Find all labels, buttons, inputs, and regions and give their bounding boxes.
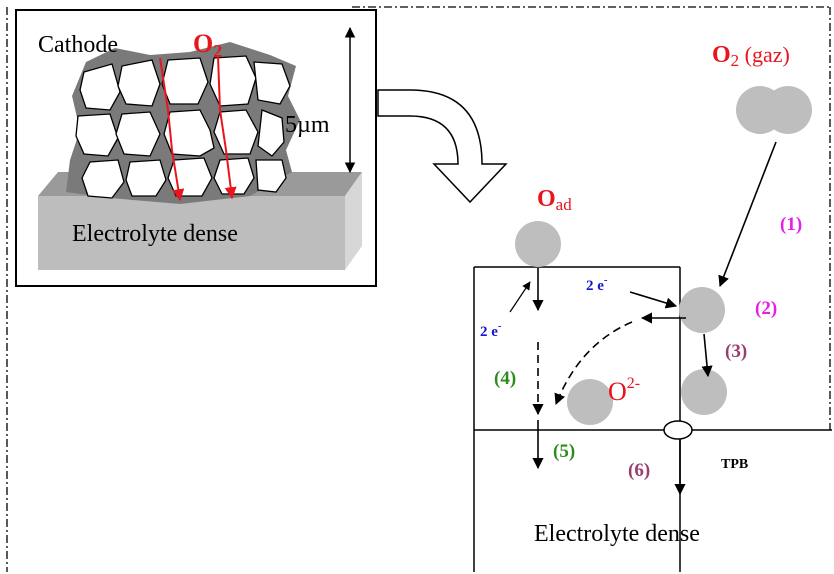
electron-lower-text: 2 e bbox=[480, 324, 498, 340]
o2-gas-subscript: 2 bbox=[731, 51, 740, 70]
inset-o2-subscript: 2 bbox=[213, 41, 222, 61]
step1-label: (1) bbox=[780, 214, 802, 235]
o2minus-label: O2- bbox=[608, 375, 640, 406]
inset-electrolyte-label: Electrolyte dense bbox=[72, 221, 238, 247]
cathode-label: Cathode bbox=[38, 32, 118, 58]
tpb-marker bbox=[663, 420, 693, 440]
cathode-inset: Electrolyte dense Cat bbox=[15, 9, 377, 287]
inset-o2-letter: O bbox=[193, 29, 213, 58]
o-adsorbed-subscript: ad bbox=[556, 195, 573, 214]
o-adsorbed-label: Oad bbox=[537, 186, 572, 214]
step6-label: (6) bbox=[628, 460, 650, 481]
o2minus-charge: 2- bbox=[627, 375, 640, 392]
o2-gas-letter: O bbox=[712, 42, 731, 68]
zoom-curved-arrow bbox=[377, 89, 508, 204]
step4-label: (4) bbox=[494, 368, 516, 389]
o2-diffusion-paths bbox=[159, 55, 237, 202]
electrolyte-slab-front bbox=[38, 196, 345, 270]
electrolyte-bottom-label: Electrolyte dense bbox=[534, 521, 700, 547]
electron-upper-label: 2 e- bbox=[586, 274, 608, 294]
o2-gas-atom-right bbox=[764, 86, 812, 134]
electron-upper-text: 2 e bbox=[586, 278, 604, 294]
thickness-label: 5µm bbox=[285, 112, 330, 138]
o-adsorbed-atom bbox=[515, 221, 561, 267]
cathode-particles bbox=[75, 55, 291, 199]
step5-label: (5) bbox=[553, 441, 575, 462]
o-adsorbed-letter: O bbox=[537, 186, 556, 212]
o-dissociated-atom bbox=[679, 287, 725, 333]
electrolyte-slab-side bbox=[345, 172, 362, 270]
inset-o2-label: O2 bbox=[193, 29, 222, 61]
o-surface-atom bbox=[681, 369, 727, 415]
o2-path-left bbox=[159, 57, 185, 202]
surface-diffusion-dashed-arrow bbox=[554, 321, 633, 406]
electron-upper-arrow bbox=[629, 291, 678, 309]
step1-arrow bbox=[718, 141, 777, 288]
step3-label: (3) bbox=[725, 341, 747, 362]
o2minus-ion bbox=[567, 379, 613, 425]
mechanism-view: O2 (gaz) Oad O2- TPB 2 e- 2 bbox=[473, 42, 832, 572]
step2-label: (2) bbox=[755, 298, 777, 319]
tpb-label: TPB bbox=[721, 457, 748, 472]
electron-lower-arrow bbox=[509, 281, 531, 313]
o2minus-letter: O bbox=[608, 377, 627, 406]
o2-gas-gaz: (gaz) bbox=[739, 42, 790, 67]
o2-path-right bbox=[217, 55, 237, 200]
electron-lower-sup: - bbox=[498, 320, 502, 332]
step3-arrow bbox=[701, 333, 713, 378]
electron-lower-label: 2 e- bbox=[480, 320, 502, 340]
electron-upper-sup: - bbox=[604, 274, 608, 286]
o2-gas-label: O2 (gaz) bbox=[712, 42, 790, 70]
